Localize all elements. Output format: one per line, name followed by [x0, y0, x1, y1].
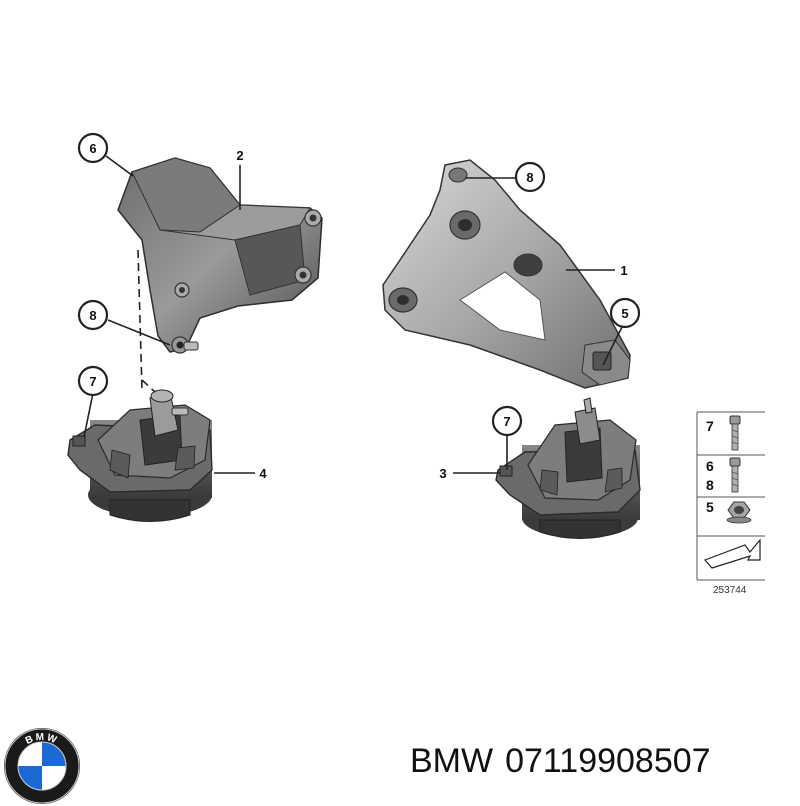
engine-bracket-right	[382, 159, 631, 389]
engine-mount-left	[67, 389, 213, 522]
part-label-3: 3	[439, 466, 446, 481]
legend-item-7: 7	[706, 418, 714, 434]
hardware-legend: 7 6 8 5 253744	[696, 411, 765, 596]
legend-item-5: 5	[706, 499, 714, 515]
callout-7-right: 7	[491, 405, 523, 437]
nut-icon	[726, 501, 752, 524]
callout-6-left-label: 6	[89, 141, 96, 156]
bmw-logo: BMW	[4, 728, 80, 804]
callout-7-left: 7	[77, 365, 109, 397]
callout-6-left: 6	[77, 132, 109, 164]
callout-5-right: 5	[609, 297, 641, 329]
part-label-2: 2	[236, 148, 243, 163]
callout-8-left: 8	[77, 299, 109, 331]
alignment-line-left	[137, 249, 143, 391]
alignment-line-left-bolt	[141, 379, 156, 393]
caption-part-number: 07119908507	[505, 742, 711, 780]
callout-8-right-label: 8	[526, 170, 533, 185]
part-label-1: 1	[620, 263, 627, 278]
callout-7-right-label: 7	[503, 414, 510, 429]
callout-8-left-label: 8	[89, 308, 96, 323]
engine-bracket-left	[117, 157, 323, 354]
bolt-short-icon	[729, 457, 741, 493]
orientation-arrow-icon	[703, 538, 761, 569]
legend-item-8: 8	[706, 477, 714, 493]
legend-item-6: 6	[706, 458, 714, 474]
reference-number: 253744	[713, 585, 747, 596]
bolt-icon	[729, 415, 741, 451]
part-caption: BMW 07119908507	[410, 742, 723, 781]
svg-text:BMW: BMW	[24, 732, 60, 747]
caption-brand: BMW	[410, 742, 494, 780]
engine-mount-right	[495, 397, 641, 539]
leader-lines	[83, 155, 624, 474]
bmw-logo-text: BMW	[24, 732, 58, 747]
callout-5-right-label: 5	[621, 306, 628, 321]
part-label-4: 4	[259, 466, 267, 481]
callout-8-right: 8	[514, 161, 546, 193]
callout-7-left-label: 7	[89, 374, 96, 389]
